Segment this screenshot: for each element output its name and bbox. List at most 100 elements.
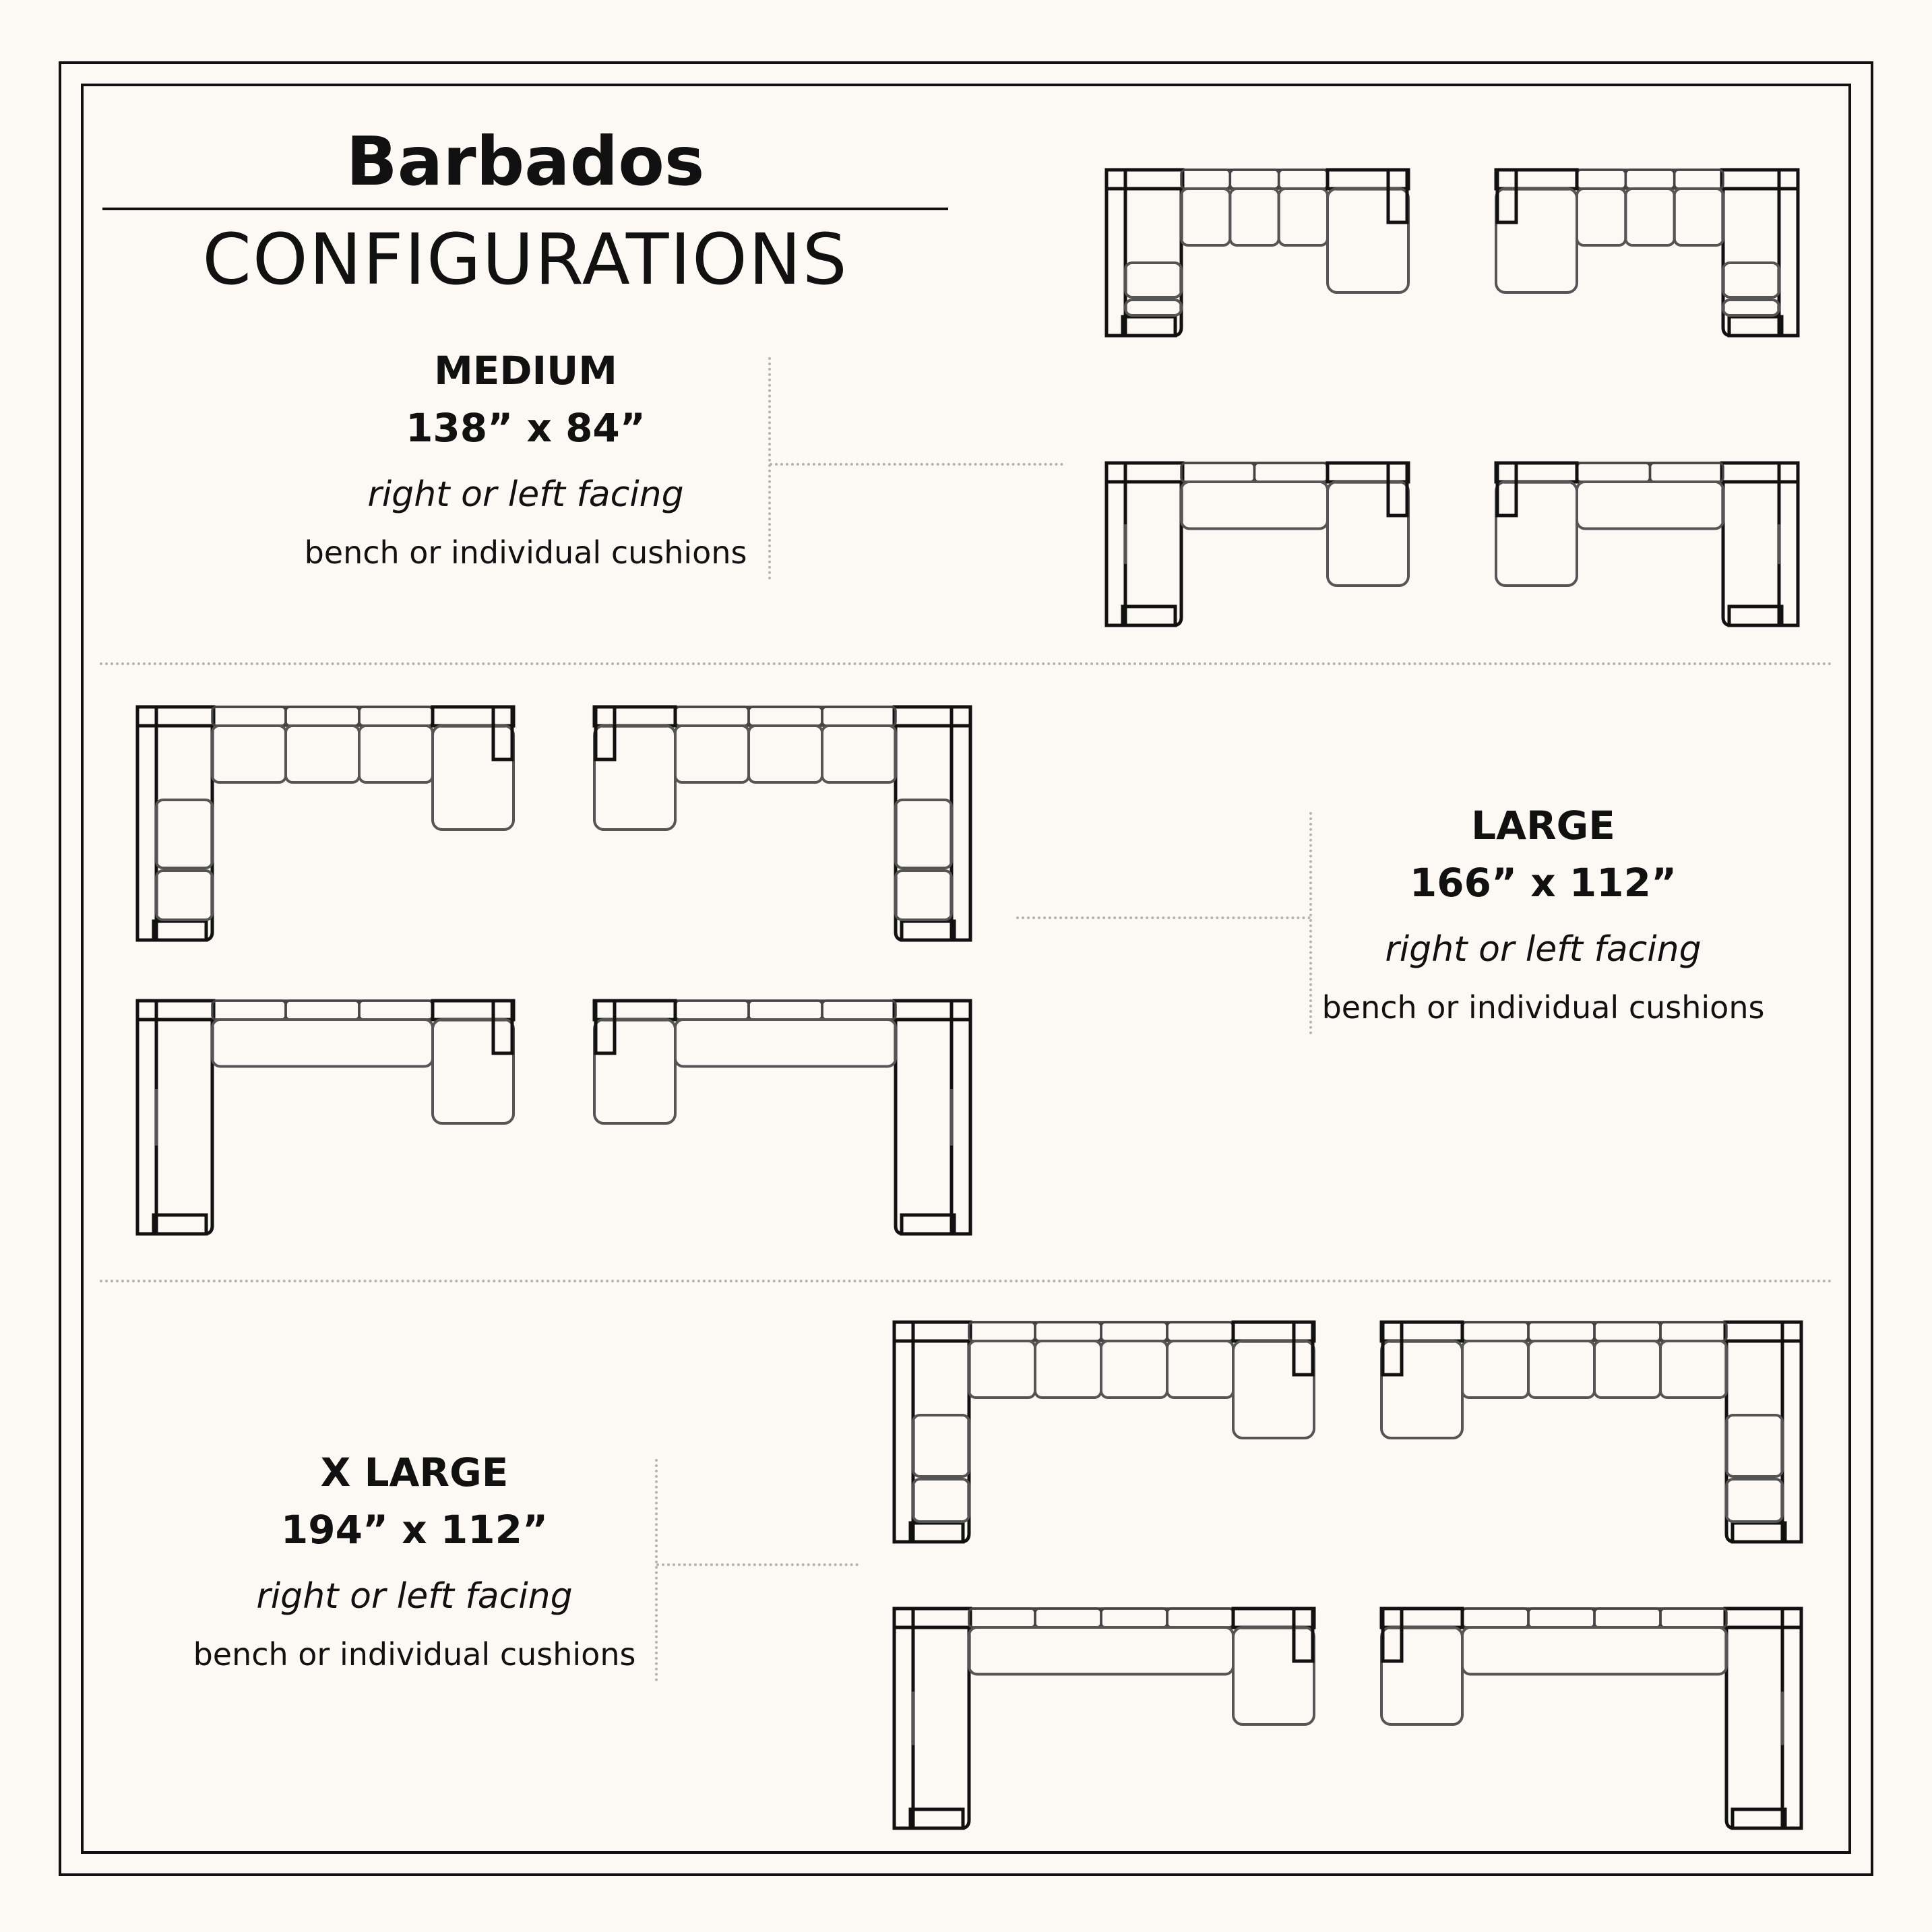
sofa-xlarge-bench-right	[1379, 1607, 1803, 1830]
back-cushion	[211, 706, 287, 727]
back-rail	[1105, 168, 1408, 190]
chaise-cushion	[593, 724, 677, 831]
left-column	[137, 1018, 214, 1236]
back-cushion	[1034, 1321, 1102, 1342]
back-rail	[1496, 168, 1799, 190]
left-foot-arm	[1121, 315, 1177, 338]
back-cushion	[1673, 168, 1724, 190]
side-cushion	[1124, 299, 1183, 317]
title-underline	[102, 208, 948, 210]
sofa-medium-bench-left	[1104, 461, 1410, 627]
size-dimensions: 194” x 112”	[280, 1507, 549, 1553]
left-foot-arm	[1727, 604, 1784, 627]
size-cushions: bench or individual cushions	[1321, 989, 1765, 1026]
chaise-arm	[1381, 1607, 1404, 1663]
sofa-xlarge-individual-right	[1379, 1320, 1803, 1544]
back-cushion	[1034, 1607, 1102, 1629]
seat-cushion	[1166, 1340, 1235, 1399]
chaise-cushion	[1495, 480, 1578, 587]
corner-back	[1723, 1320, 1803, 1343]
chaise-cushion	[1495, 187, 1578, 294]
section-divider-1	[100, 662, 1833, 665]
chaise-cushion	[593, 1018, 677, 1125]
back-cushion	[1180, 168, 1232, 190]
page-subtitle: CONFIGURATIONS	[202, 218, 848, 301]
sofa-group	[1494, 168, 1800, 338]
size-name: MEDIUM	[434, 348, 617, 394]
left-arm	[1777, 461, 1800, 627]
corner-back	[135, 999, 216, 1022]
sofa-group	[1379, 1607, 1803, 1830]
sofa-group	[592, 999, 972, 1236]
xlarge-connector-vertical	[655, 1459, 658, 1681]
sofa-group	[135, 705, 516, 942]
chaise-cushion	[1380, 1626, 1464, 1726]
size-cushions: bench or individual cushions	[193, 1636, 636, 1673]
back-cushion	[358, 706, 434, 727]
back-cushion	[284, 706, 361, 727]
left-column	[1721, 480, 1798, 627]
left-foot-arm	[1121, 604, 1177, 627]
corner-back	[1723, 1607, 1803, 1629]
left-foot-arm	[1731, 1807, 1787, 1830]
seat-cushion	[284, 724, 361, 784]
chaise-cushion	[1232, 1626, 1315, 1726]
back-cushion	[747, 999, 823, 1021]
sofa-xlarge-bench-left	[892, 1607, 1316, 1830]
back-cushion	[821, 706, 897, 727]
sofa-large-bench-right	[592, 999, 972, 1236]
back-rail	[594, 999, 972, 1021]
sofa-large-bench-left	[135, 999, 516, 1236]
sofa-group	[135, 999, 516, 1236]
back-cushion	[821, 999, 897, 1021]
back-cushion	[1659, 1607, 1728, 1629]
back-cushion	[1527, 1321, 1596, 1342]
chaise-back	[1494, 168, 1579, 191]
back-cushion	[1100, 1321, 1168, 1342]
chaise-back	[1231, 1320, 1316, 1343]
back-cushion	[284, 999, 361, 1021]
size-dimensions: 138” x 84”	[406, 405, 646, 451]
sofa-group	[1379, 1320, 1803, 1544]
left-foot-arm	[908, 1807, 965, 1830]
chaise-arm	[1495, 168, 1518, 224]
sofa-medium-bench-right	[1494, 461, 1800, 627]
back-cushion	[358, 999, 434, 1021]
large-connector-horizontal	[1016, 916, 1311, 919]
size-facing: right or left facing	[256, 1576, 573, 1617]
back-cushion	[211, 999, 287, 1021]
back-rail	[136, 706, 513, 727]
chaise-back	[1379, 1320, 1464, 1343]
chaise-arm	[594, 999, 617, 1055]
chaise-arm	[1386, 168, 1409, 224]
back-cushion	[1461, 1321, 1530, 1342]
back-rail	[1381, 1321, 1803, 1342]
chaise-cushion	[1380, 1340, 1464, 1439]
chaise-cushion	[431, 724, 515, 831]
left-foot-arm	[152, 919, 208, 942]
corner-back	[892, 1607, 972, 1629]
chaise-back	[431, 705, 516, 728]
left-arm	[135, 999, 158, 1236]
seat-cushion	[1576, 187, 1627, 247]
left-arm	[1777, 168, 1800, 338]
chaise-arm	[1381, 1320, 1404, 1377]
bench-cushion	[1180, 480, 1329, 530]
left-column	[1107, 480, 1183, 627]
back-cushion	[674, 706, 750, 727]
chaise-back	[431, 999, 516, 1022]
chaise-arm	[1386, 461, 1409, 518]
seat-cushion	[1100, 1340, 1168, 1399]
size-dimensions: 166” x 112”	[1409, 860, 1677, 906]
bench-cushion	[211, 1018, 434, 1068]
medium-connector-horizontal	[770, 463, 1063, 466]
left-arm	[135, 705, 158, 942]
seat-cushion	[358, 724, 434, 784]
seat-cushion	[674, 724, 750, 784]
back-cushion	[674, 999, 750, 1021]
medium-connector-vertical	[768, 357, 771, 580]
left-column	[894, 724, 970, 942]
back-cushion	[968, 1607, 1036, 1629]
side-cushion	[1725, 1414, 1784, 1478]
corner-back	[1104, 461, 1185, 484]
